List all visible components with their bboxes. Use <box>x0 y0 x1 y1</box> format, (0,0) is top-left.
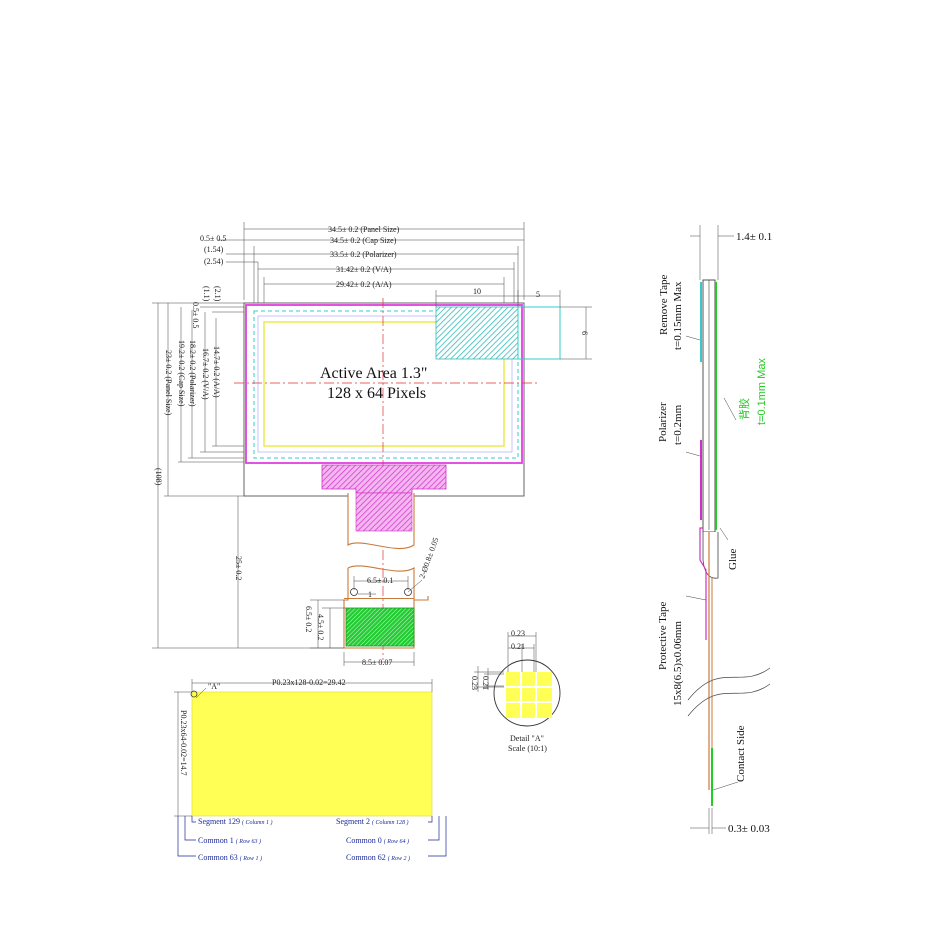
dim-tape-5: 5 <box>536 290 540 299</box>
dim-fpc-1: 1 <box>368 590 372 599</box>
fpc-hole-label: 2-Ø0.8± 0.05 <box>417 536 440 579</box>
side-bottom-dimension <box>690 808 726 834</box>
detail-scale: Scale (10:1) <box>508 744 547 753</box>
offset-top-1: (1.54) <box>204 245 224 254</box>
dim-panel-height: 23± 0.2 (Panel Size) <box>164 350 173 416</box>
dim-tape-10: 10 <box>473 287 481 296</box>
remove-tape-thickness: t=0.15mm Max <box>672 281 684 350</box>
detail-title: Detail "A" <box>510 734 544 743</box>
remove-tape-label: Remove Tape <box>658 274 670 335</box>
dim-polarizer-height: 18.2± 0.2 (Polarizer) <box>188 340 197 407</box>
label-segment-2: Segment 2( Column 128 ) <box>336 817 409 826</box>
label-common-0: Common 0( Row 64 ) <box>346 836 409 845</box>
dim-cap-height: 19.2± 0.2 (Cap Size) <box>177 340 186 407</box>
pixel-area <box>191 691 433 817</box>
detail-dim-top1: 0.23 <box>511 629 525 638</box>
dim-panel-width: 34.5± 0.2 (Panel Size) <box>328 225 400 234</box>
side-leaders <box>685 335 739 791</box>
top-dimension-lines <box>218 222 525 312</box>
tape-dimension-lines <box>435 290 592 360</box>
dim-cap-width: 34.5± 0.2 (Cap Size) <box>330 236 397 245</box>
polarizer-outline <box>253 310 519 459</box>
offset-top-0: 0.5± 0.5 <box>200 234 226 243</box>
fpc-contact-pads <box>345 607 415 647</box>
tape-tab <box>517 306 561 360</box>
dim-fpc-hole-pitch: 6.5± 0.1 <box>367 576 393 585</box>
pixel-width-formula: P0.23x128-0.02=29.42 <box>272 678 346 687</box>
offset-left-2: (2.1) <box>213 286 222 302</box>
dim-polarizer-width: 33.5± 0.2 (Polarizer) <box>330 250 397 259</box>
driver-ic-bonding <box>321 464 447 494</box>
protective-tape-label: Protective Tape <box>657 602 669 670</box>
side-bottom-dim: 0.3± 0.03 <box>728 823 770 835</box>
dim-25: 25± 0.2 <box>234 556 243 580</box>
label-common-62: Common 62( Row 2 ) <box>346 853 410 862</box>
adhesive-thickness: t=0.1mm Max <box>756 358 768 425</box>
polarizer-label: Polarizer <box>657 402 669 442</box>
adhesive-label-cn: 背胶 <box>737 398 751 420</box>
pixel-height-formula: P0.23x64-0.02=14.7 <box>179 710 188 776</box>
front-view: 34.5± 0.2 (Panel Size) 34.5± 0.2 (Cap Si… <box>152 222 592 667</box>
side-view: 1.4± 0.1 Remove Tape t=0.15mm Max 背胶 t=0… <box>657 225 772 835</box>
protective-tape-dims: 15x8(6.5)x0.06mm <box>672 621 684 706</box>
fpc-stiffener <box>355 492 413 532</box>
fpc-dimension-lines <box>310 576 423 666</box>
active-area-pixels: 128 x 64 Pixels <box>327 385 426 402</box>
offset-left-1: (1.1) <box>202 286 211 302</box>
detail-a-grid <box>506 672 552 718</box>
detail-a-label: "A" <box>208 682 220 691</box>
side-thickness: 1.4± 0.1 <box>736 231 772 243</box>
detail-dim-left1: 0.23 <box>470 676 479 690</box>
dim-fpc-65v: 6.5± 0.2 <box>304 606 313 632</box>
pixel-label-brackets <box>177 816 447 857</box>
dim-va-width: 31.42± 0.2 (V/A) <box>336 265 392 274</box>
dim-aa-height: 14.7± 0.2 (A/A) <box>212 346 221 398</box>
dim-tape-6: 6 <box>580 331 589 335</box>
detail-a-view: 0.23 0.21 0.23 0.21 Detail "A" Scale (10… <box>470 629 561 753</box>
offset-left-0: 0.5± 0.5 <box>191 302 200 328</box>
active-area-outline <box>263 321 505 447</box>
break-line-bottom <box>687 683 771 717</box>
protective-tape-line <box>699 527 707 640</box>
polarizer-thickness: t=0.2mm <box>672 404 684 445</box>
dim-fpc-width: 8.5± 0.07 <box>362 658 392 667</box>
fpc-cable <box>343 492 429 649</box>
side-top-dimension <box>690 225 734 280</box>
dim-fpc-45v: 4.5± 0.2 <box>316 614 325 640</box>
label-segment-129: Segment 129( Column 1 ) <box>198 817 273 826</box>
detail-dim-left2: 0.21 <box>481 676 490 690</box>
label-common-63: Common 63( Row 1 ) <box>198 853 262 862</box>
contact-side-label: Contact Side <box>735 725 747 782</box>
glue-region <box>702 532 719 579</box>
glue-label: Glue <box>727 549 739 571</box>
pixel-map-dimension-lines <box>174 679 433 817</box>
detail-dim-top2: 0.21 <box>511 642 525 651</box>
label-common-1: Common 1( Row 63 ) <box>198 836 261 845</box>
tape-hatch-area <box>435 306 519 360</box>
offset-top-2: (2.54) <box>204 257 224 266</box>
dim-aa-width: 29.42± 0.2 (A/A) <box>336 280 392 289</box>
active-area-title: Active Area 1.3" <box>320 365 427 382</box>
detail-a-marker <box>190 690 198 698</box>
break-line-top <box>687 667 771 701</box>
detail-a-dimension-lines <box>474 632 537 692</box>
viewing-area-outline <box>257 315 513 453</box>
dim-va-height: 16.7± 0.2 (V/A) <box>201 348 210 400</box>
pixel-map: "A" P0.23x128-0.02=29.42 P0.23x64-0.02=1… <box>174 678 447 862</box>
cap-outline <box>245 304 523 464</box>
dim-108: (108) <box>154 468 163 486</box>
